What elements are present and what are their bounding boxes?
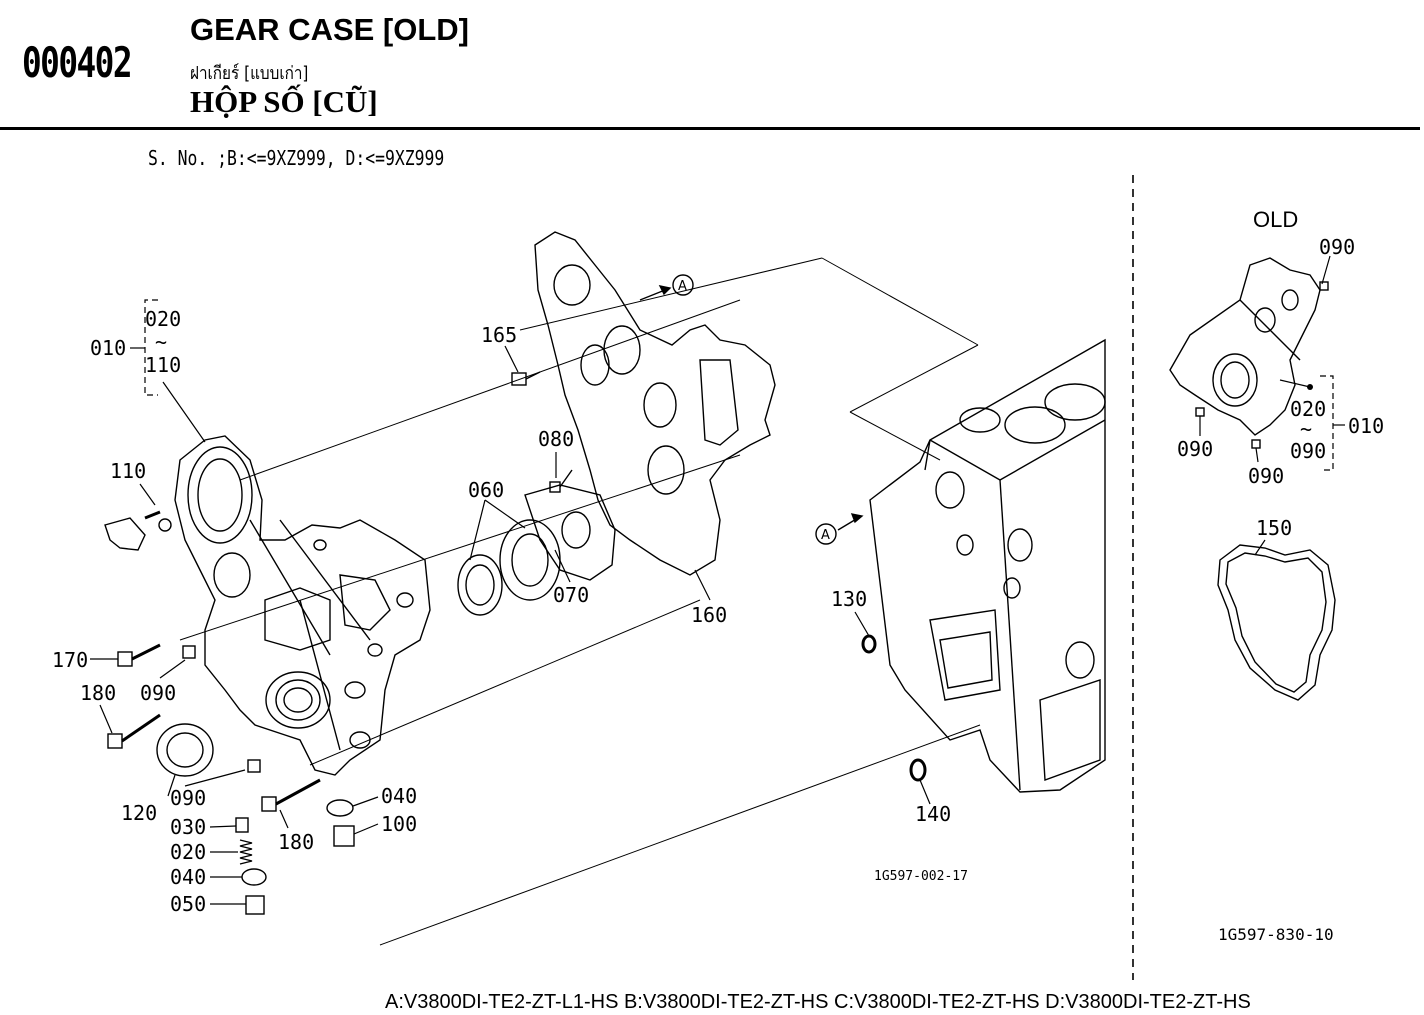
inset-callout-090-top: 090 — [1319, 235, 1355, 259]
fasteners-and-seals — [104, 371, 573, 915]
arrow-a-label-lower: A — [821, 528, 830, 543]
callout-170: 170 — [52, 648, 88, 672]
drawing-reference-inset: 1G597-830-10 — [1218, 925, 1334, 944]
callout-080: 080 — [538, 427, 574, 451]
callout-090-lower: 090 — [170, 786, 206, 810]
callout-160: 160 — [691, 603, 727, 627]
gear-case-gasket — [534, 231, 776, 576]
engine-block — [869, 338, 1106, 793]
callout-090-upper: 090 — [140, 681, 176, 705]
callout-100: 100 — [381, 812, 417, 836]
inset-callout-090-left: 090 — [1177, 437, 1213, 461]
reference-arrow-a-upper — [639, 274, 694, 301]
inset-callout-010: 010 — [1348, 414, 1384, 438]
callout-020-range-start: 020 — [145, 307, 181, 331]
inset-callout-090-right: 090 — [1290, 439, 1326, 463]
inset-title: OLD — [1253, 207, 1298, 232]
drawing-reference-left: 1G597-002-17 — [874, 869, 968, 884]
serial-number-note: S. No. ;B:<=9XZ999, D:<=9XZ999 — [148, 146, 445, 170]
callout-040-left: 040 — [170, 865, 206, 889]
callout-leaders — [90, 255, 1345, 905]
inset-gasket — [1217, 544, 1336, 701]
header-divider — [0, 127, 1420, 130]
callout-130: 130 — [831, 587, 867, 611]
callout-010: 010 — [90, 336, 126, 360]
inset-callout-tilde: ~ — [1300, 417, 1312, 441]
callout-range-tilde: ~ — [155, 330, 167, 354]
construction-lines — [179, 257, 981, 946]
page-number: 000402 — [22, 38, 133, 87]
inset-callout-020: 020 — [1290, 397, 1326, 421]
callout-180-left: 180 — [80, 681, 116, 705]
o-rings — [861, 634, 927, 782]
arrow-a-label-upper: A — [678, 279, 687, 294]
gear-case-housing — [174, 435, 431, 776]
callout-030: 030 — [170, 815, 206, 839]
callout-180-lower: 180 — [278, 830, 314, 854]
oil-pump-cover — [524, 484, 616, 581]
inset-callout-090-bottom: 090 — [1248, 464, 1284, 488]
inset-old-gear-case — [1169, 257, 1329, 449]
callout-020: 020 — [170, 840, 206, 864]
page-title-english: GEAR CASE [OLD] — [190, 12, 469, 47]
callout-110: 110 — [110, 459, 146, 483]
callout-110-range-end: 110 — [145, 353, 181, 377]
inset-callout-150: 150 — [1256, 516, 1292, 540]
reference-arrow-a-lower — [815, 513, 864, 545]
callout-040-right: 040 — [381, 784, 417, 808]
callout-060: 060 — [468, 478, 504, 502]
page-title-vietnamese: HỘP SỐ [CŨ] — [190, 84, 378, 119]
callout-140: 140 — [915, 802, 951, 826]
callout-050: 050 — [170, 892, 206, 916]
oil-pump-gears — [457, 519, 561, 616]
callout-070: 070 — [553, 583, 589, 607]
model-applicability-footer: A:V3800DI-TE2-ZT-L1-HS B:V3800DI-TE2-ZT-… — [385, 991, 1251, 1013]
callout-165: 165 — [481, 323, 517, 347]
page-title-thai: ฝาเกียร์ [แบบเก่า] — [190, 63, 309, 84]
callout-120: 120 — [121, 801, 157, 825]
